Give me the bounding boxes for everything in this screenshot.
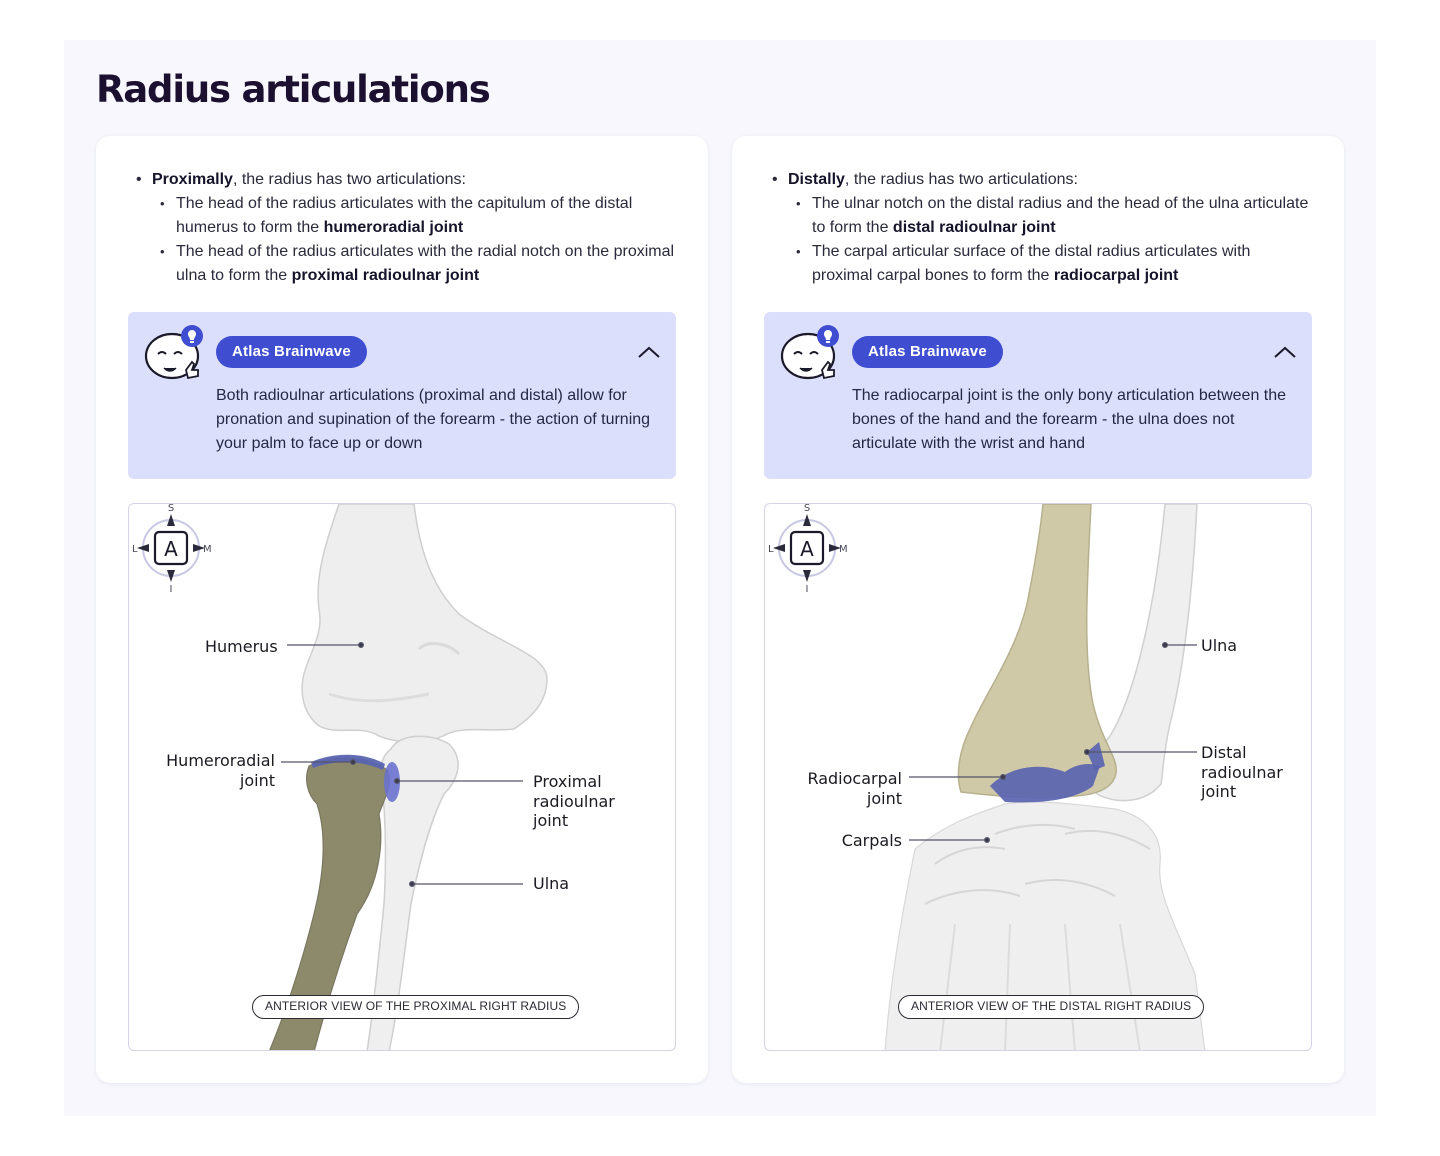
list-item: Distally, the radius has two articulatio… (772, 168, 1312, 192)
brainwave-text: The radiocarpal joint is the only bony a… (852, 387, 1287, 452)
list-item: The head of the radius articulates with … (136, 192, 676, 240)
wrist-illustration: Ulna Distal radioulnar joint Radiocarpal… (807, 504, 1283, 1050)
label-humeroradial: Humeroradial (166, 751, 275, 770)
figure-proximal-radius: Humerus Humeroradial joint Proximal radi… (128, 503, 676, 1051)
humeroradial-joint-highlight (311, 754, 385, 770)
list-item: The head of the radius articulates with … (136, 240, 676, 288)
label-humerus: Humerus (205, 637, 278, 656)
mascot-icon (144, 325, 203, 380)
brainwave-text: Both radioulnar articulations (proximal … (216, 387, 651, 452)
label-proximal-radioulnar: Proximal (533, 772, 602, 791)
label-distal-radioulnar: radioulnar (1201, 763, 1283, 782)
label-humeroradial: joint (239, 771, 275, 790)
svg-text:L: L (132, 544, 138, 555)
brainwave-label: Atlas Brainwave (852, 336, 1003, 368)
svg-text:M: M (203, 544, 212, 555)
svg-text:S: S (168, 504, 174, 514)
compass-icon: A S I L M (768, 504, 848, 592)
svg-text:I: I (806, 584, 809, 592)
label-carpals: Carpals (842, 831, 902, 850)
figure-distal-radius: Ulna Distal radioulnar joint Radiocarpal… (764, 503, 1312, 1051)
figure-caption: ANTERIOR VIEW OF THE PROXIMAL RIGHT RADI… (252, 995, 580, 1019)
card-proximal: Proximally, the radius has two articulat… (96, 136, 708, 1083)
compass-center: A (800, 537, 814, 561)
proximal-radioulnar-joint-highlight (384, 762, 400, 802)
svg-text:L: L (768, 544, 774, 555)
svg-text:I: I (170, 584, 173, 592)
radiocarpal-joint-highlight (990, 764, 1100, 803)
compass-center: A (164, 537, 178, 561)
brainwave-label: Atlas Brainwave (216, 336, 367, 368)
label-proximal-radioulnar: joint (532, 811, 568, 830)
card-distal: Distally, the radius has two articulatio… (732, 136, 1344, 1083)
label-distal-radioulnar: joint (1200, 782, 1236, 801)
lightbulb-icon (181, 325, 203, 347)
label-radiocarpal: joint (866, 789, 902, 808)
list-item: The carpal articular surface of the dist… (772, 240, 1312, 288)
label-distal-radioulnar: Distal (1201, 743, 1247, 762)
chevron-up-icon[interactable] (636, 340, 662, 364)
brainwave-panel: Atlas Brainwave The radiocarpal joint is… (764, 312, 1312, 479)
lightbulb-icon (817, 325, 839, 347)
page-title: Radius articulations (96, 68, 491, 111)
svg-text:S: S (804, 504, 810, 514)
label-ulna: Ulna (533, 874, 569, 893)
figure-caption: ANTERIOR VIEW OF THE DISTAL RIGHT RADIUS (898, 995, 1205, 1019)
bullet-list: Proximally, the radius has two articulat… (136, 168, 676, 288)
list-item: The ulnar notch on the distal radius and… (772, 192, 1312, 240)
elbow-illustration: Humerus Humeroradial joint Proximal radi… (166, 504, 615, 1050)
compass-icon: A S I L M (132, 504, 212, 592)
distal-radioulnar-joint-highlight (1087, 742, 1105, 770)
brainwave-panel: Atlas Brainwave Both radioulnar articula… (128, 312, 676, 479)
bullet-list: Distally, the radius has two articulatio… (772, 168, 1312, 288)
label-proximal-radioulnar: radioulnar (533, 792, 615, 811)
chevron-up-icon[interactable] (1272, 340, 1298, 364)
svg-text:M: M (839, 544, 848, 555)
mascot-icon (780, 325, 839, 380)
label-radiocarpal: Radiocarpal (807, 769, 902, 788)
label-ulna: Ulna (1201, 636, 1237, 655)
list-item: Proximally, the radius has two articulat… (136, 168, 676, 192)
